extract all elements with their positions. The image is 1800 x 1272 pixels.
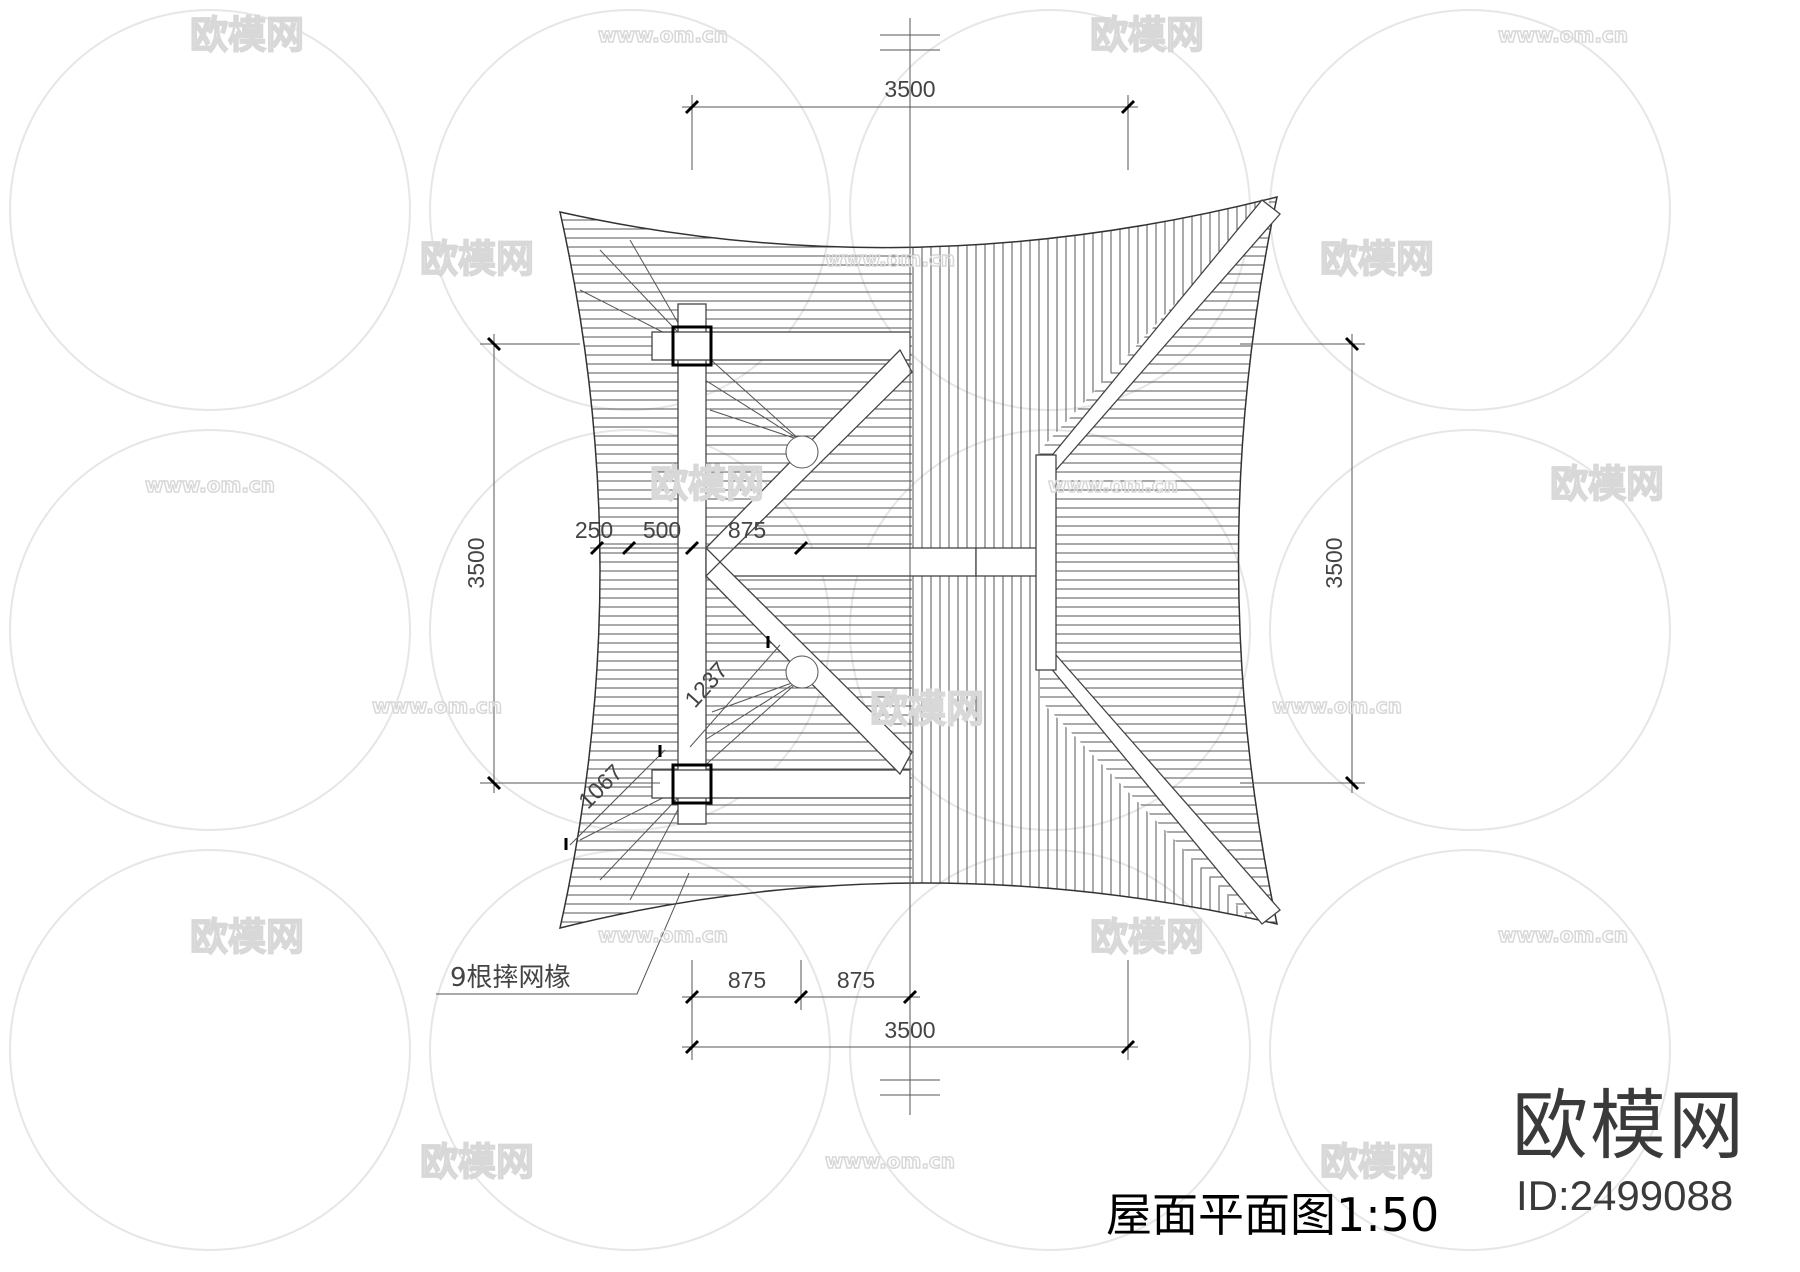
svg-text:欧模网: 欧模网 [1320, 237, 1434, 281]
svg-text:欧模网: 欧模网 [1550, 462, 1664, 506]
post-top [785, 435, 819, 469]
dim-bottom-seg-1: 875 [728, 967, 766, 993]
svg-text:欧模网: 欧模网 [1320, 1140, 1434, 1184]
dim-top-overall: 3500 [884, 76, 935, 102]
model-id: ID:2499088 [1516, 1172, 1734, 1219]
post-bottom [785, 655, 819, 689]
svg-text:www.om.cn: www.om.cn [1048, 473, 1178, 497]
svg-text:欧模网: 欧模网 [190, 915, 304, 959]
dim-top-seg-1: 250 [575, 517, 613, 543]
svg-text:www.om.cn: www.om.cn [1498, 23, 1628, 47]
annotation-leader [436, 872, 690, 995]
svg-text:欧模网: 欧模网 [1090, 13, 1204, 57]
dim-bottom-overall: 3500 [884, 1017, 935, 1043]
svg-text:www.om.cn: www.om.cn [372, 694, 502, 718]
dimension-lines [480, 95, 1365, 1060]
svg-text:www.om.cn: www.om.cn [1498, 923, 1628, 947]
beams [651, 199, 1281, 925]
column-top [671, 325, 713, 367]
watermarks: 欧模网 欧模网 欧模网 欧模网 欧模网 欧模网 欧模网 欧模网 欧模网 欧模网 … [144, 12, 1665, 1185]
column-bottom [671, 763, 713, 805]
dim-top-seg-2: 500 [643, 517, 681, 543]
dim-bottom-seg-2: 875 [837, 967, 875, 993]
drawing-title: 屋面平面图1:50 [1106, 1188, 1440, 1242]
dim-top-seg-3: 875 [728, 517, 766, 543]
svg-text:www.om.cn: www.om.cn [1272, 694, 1402, 718]
dim-right-overall: 3500 [1321, 537, 1347, 588]
brand-logo: 欧模网 [1512, 1081, 1746, 1170]
rafter-annotation: 9根摔网椽 [450, 963, 571, 993]
svg-text:欧模网: 欧模网 [190, 13, 304, 57]
svg-text:www.om.cn: www.om.cn [825, 1149, 955, 1173]
dim-left-overall: 3500 [463, 537, 489, 588]
svg-text:欧模网: 欧模网 [420, 237, 534, 281]
dimension-ticks [486, 99, 1360, 1055]
svg-text:www.om.cn: www.om.cn [598, 923, 728, 947]
svg-text:www.om.cn: www.om.cn [598, 23, 728, 47]
svg-text:欧模网: 欧模网 [420, 1140, 534, 1184]
roof-outline [559, 195, 1278, 930]
svg-text:www.om.cn: www.om.cn [825, 247, 955, 271]
svg-text:欧模网: 欧模网 [870, 687, 984, 731]
axis-marks [880, 34, 940, 1096]
svg-text:www.om.cn: www.om.cn [145, 473, 275, 497]
svg-text:欧模网: 欧模网 [1090, 915, 1204, 959]
svg-text:欧模网: 欧模网 [650, 462, 764, 506]
